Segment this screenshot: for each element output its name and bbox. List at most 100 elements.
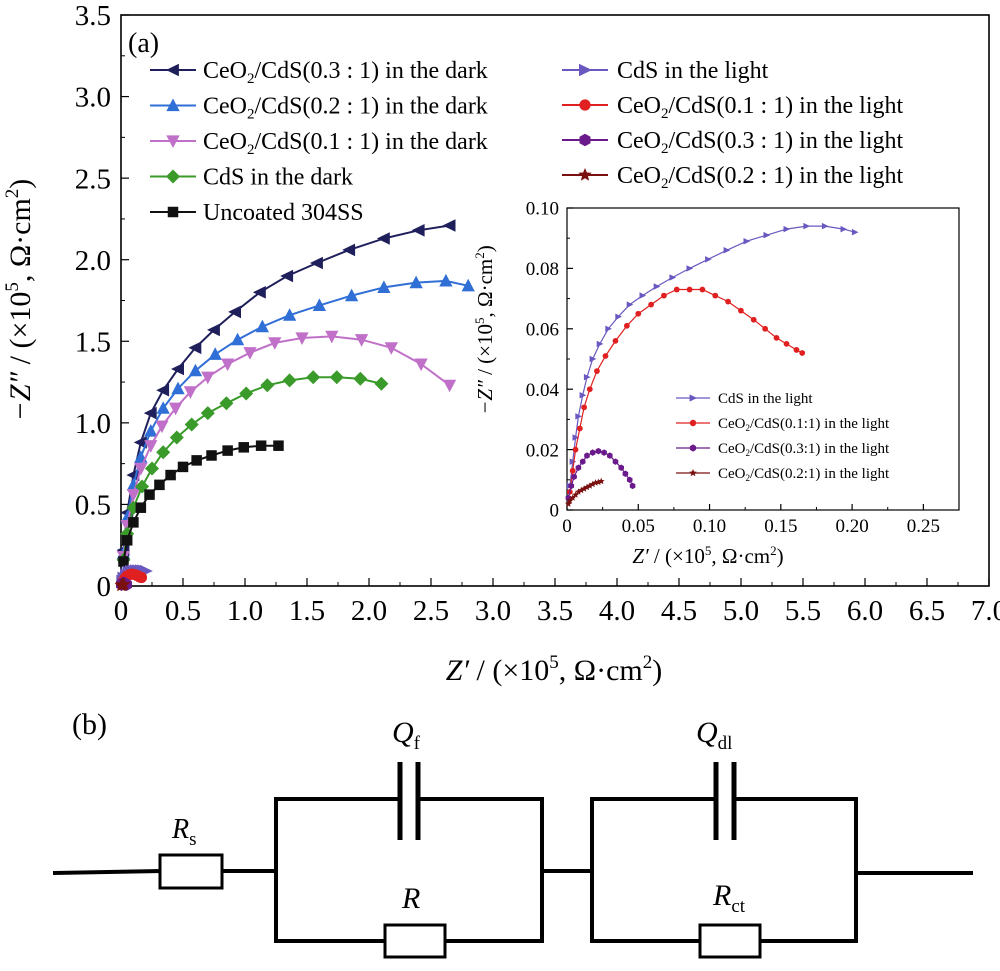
main-x-tick-label: 3.0 bbox=[475, 595, 511, 627]
inset-point-ceo2_03_light bbox=[612, 458, 619, 465]
main-point-ceo2_02_dark bbox=[171, 381, 185, 395]
label-rct-main: R bbox=[712, 879, 731, 912]
circuit-wires bbox=[52, 797, 973, 943]
main-legend: CeO2/CdS(0.3 : 1) in the darkCeO2/CdS(0.… bbox=[150, 58, 904, 226]
inset-point-ceo2_02_light bbox=[592, 479, 599, 486]
main-point-ceo2_01_dark bbox=[134, 462, 148, 476]
inset-point-ceo2_01_light bbox=[581, 404, 587, 411]
main-y-tick-label: 1.5 bbox=[75, 326, 111, 358]
inset-point-ceo2_02_light bbox=[597, 477, 605, 485]
main-point-ceo2_02_dark bbox=[409, 275, 423, 289]
main-point-cds_dark bbox=[260, 378, 275, 393]
main-point-uncoated bbox=[255, 440, 267, 451]
main-xlabel-unit: , Ω·cm bbox=[559, 654, 643, 687]
inset-x-tick-label: 0 bbox=[562, 516, 572, 537]
inset-point-ceo2_01_light bbox=[572, 446, 579, 453]
main-y-tick-label: 2.5 bbox=[75, 163, 111, 195]
main-line-ceo2_02_dark bbox=[122, 279, 469, 554]
inset-point-ceo2_03_light bbox=[584, 452, 590, 459]
inset-point-cds_light bbox=[605, 325, 612, 332]
main-point-ceo2_01_dark bbox=[325, 330, 339, 344]
main-legend-marker-uncoated bbox=[167, 206, 179, 218]
inset-y-tick-label: 0.10 bbox=[526, 199, 559, 220]
inset-point-cds_light bbox=[803, 222, 811, 230]
main-xlabel-close: ) bbox=[652, 654, 662, 687]
main-point-ceo2_01_dark bbox=[126, 489, 141, 502]
inset-xlabel-exp: 5 bbox=[705, 543, 712, 558]
main-x-tick-label: 2.0 bbox=[351, 595, 387, 627]
inset-point-cds_light bbox=[653, 283, 661, 290]
inset-point-ceo2_01_light bbox=[783, 341, 790, 347]
main-legend-marker-ceo2_01_dark bbox=[166, 135, 180, 148]
main-point-ceo2_03_dark bbox=[252, 286, 266, 299]
inset-legend-marker-ceo2_01_light bbox=[689, 419, 697, 427]
main-point-ceo2_03_dark bbox=[411, 224, 425, 237]
inset-point-ceo2_01_light bbox=[725, 298, 731, 305]
inset-plot-frame bbox=[566, 207, 960, 511]
main-point-ceo2_03_dark bbox=[133, 436, 147, 449]
main-point-ceo2_03_dark bbox=[228, 305, 241, 319]
main-x-tick-label: 6.5 bbox=[909, 595, 945, 627]
main-legend-marker-ceo2_03_light bbox=[579, 133, 591, 147]
label-qf-sub: f bbox=[414, 733, 421, 754]
inset-xlabel-var: Z′ bbox=[632, 544, 649, 568]
inset-point-cds_light bbox=[743, 238, 751, 245]
main-point-uncoated bbox=[154, 479, 165, 491]
main-xlabel-rest: / (×10 bbox=[469, 654, 549, 687]
main-point-uncoated bbox=[238, 442, 250, 453]
main-y-tick-label: 1.0 bbox=[75, 408, 111, 440]
inset-legend-marker-ceo2_02_light bbox=[689, 469, 697, 477]
inset-point-ceo2_01_light bbox=[799, 350, 806, 356]
main-point-ceo2_03_dark bbox=[207, 323, 220, 337]
cpe-qdl bbox=[713, 762, 737, 840]
inset-y-tick-label: 0.02 bbox=[526, 440, 559, 461]
cpe-qf bbox=[397, 762, 421, 840]
main-point-ceo2_03_dark bbox=[188, 341, 202, 355]
main-legend-marker-ceo2_03_dark bbox=[166, 63, 179, 77]
inset-point-ceo2_02_light bbox=[566, 497, 574, 504]
inset-point-ceo2_02_light bbox=[572, 491, 579, 498]
main-point-uncoated bbox=[144, 489, 155, 500]
inset-xlabel-unit-exp: 2 bbox=[770, 543, 777, 558]
resistor-rct bbox=[698, 923, 762, 959]
inset-ylabel-var: −Z″ bbox=[473, 380, 497, 415]
main-legend-marker-cds_dark bbox=[166, 169, 180, 184]
label-qdl-sub: dl bbox=[718, 733, 733, 754]
main-legend-label-ceo2_01_dark: CeO2/CdS(0.1 : 1) in the dark bbox=[203, 129, 488, 158]
main-point-ceo2_02_dark bbox=[208, 347, 222, 360]
inset-point-cds_light bbox=[639, 292, 647, 299]
inset-point-cds_light bbox=[686, 265, 694, 272]
main-legend-label-uncoated: Uncoated 304SS bbox=[203, 200, 364, 226]
main-point-ceo2_01_dark bbox=[442, 379, 457, 393]
inset-point-ceo2_01_light bbox=[712, 292, 719, 299]
main-legend-label-cds_dark: CdS in the dark bbox=[203, 165, 353, 191]
inset-series-ceo2_03_light bbox=[565, 447, 636, 502]
main-legend-label-ceo2_03_dark: CeO2/CdS(0.3 : 1) in the dark bbox=[203, 58, 488, 87]
main-point-uncoated bbox=[206, 450, 217, 461]
inset-xlabel-rest: / (×10 bbox=[649, 544, 705, 568]
inset-ylabel-rest: / (×10 bbox=[473, 324, 497, 380]
main-point-uncoated bbox=[128, 517, 139, 528]
main-x-tick-label: 1.0 bbox=[227, 595, 263, 627]
main-x-tick-label: 7.0 bbox=[971, 595, 1000, 627]
inset-point-ceo2_02_light bbox=[577, 486, 585, 494]
main-series-uncoated bbox=[118, 440, 284, 567]
inset-series-ceo2_02_light bbox=[565, 477, 605, 507]
main-point-ceo2_02_dark bbox=[188, 363, 203, 377]
inset-point-cds_light bbox=[705, 256, 712, 263]
main-y-tick-label: 2.0 bbox=[75, 245, 111, 277]
inset-x-tick-label: 0.10 bbox=[693, 516, 726, 537]
label-qdl: Qdl bbox=[696, 716, 732, 754]
main-point-ceo2_01_light bbox=[135, 571, 148, 584]
main-y-axis-label: −Z″ / (×105, Ω·cm2) bbox=[2, 179, 37, 422]
inset-x-tick-label: 0.20 bbox=[835, 516, 868, 537]
label-rct: Rct bbox=[712, 879, 746, 917]
inset-point-cds_light bbox=[626, 301, 634, 308]
inset-x-tick-label: 0.05 bbox=[622, 516, 655, 537]
main-x-axis-label: Z′ / (×105, Ω·cm2) bbox=[446, 652, 662, 687]
main-point-uncoated bbox=[222, 445, 233, 456]
inset-point-ceo2_01_light bbox=[612, 338, 619, 344]
inset-x-axis-label: Z′ / (×105, Ω·cm2) bbox=[632, 543, 783, 568]
main-point-uncoated bbox=[165, 469, 176, 481]
